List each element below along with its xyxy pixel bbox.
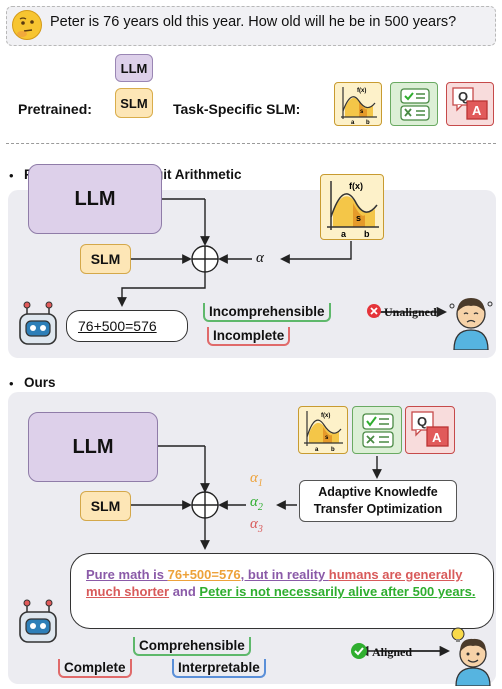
- confused-person-icon: [448, 292, 494, 351]
- svg-text:a: a: [341, 229, 347, 239]
- question-bar: [6, 6, 496, 46]
- svg-text:A: A: [432, 430, 442, 445]
- ours-slm-box: SLM: [80, 491, 131, 521]
- ours-title: Ours: [24, 375, 56, 390]
- ours-robot-icon: [16, 598, 60, 646]
- previous-slm-box: SLM: [80, 244, 131, 274]
- svg-text:A: A: [472, 103, 482, 118]
- bullet-ours: •: [9, 376, 14, 391]
- tag-interpretable: Interpretable: [172, 659, 266, 678]
- ours-answer-text: Pure math is 76+500=576, but in reality …: [86, 567, 476, 599]
- bullet-previous: •: [9, 168, 14, 183]
- svg-text:Q: Q: [458, 89, 468, 104]
- tag-complete: Complete: [58, 659, 132, 678]
- ours-math-icon: f(x) a b s: [298, 406, 348, 454]
- legend-slm-chip: SLM: [115, 88, 153, 118]
- previous-answer-text: 76+500=576: [78, 318, 157, 334]
- pretrained-label: Pretrained:: [18, 101, 92, 117]
- ours-checklist-icon: [352, 406, 402, 454]
- previous-llm-box: LLM: [28, 164, 162, 234]
- check-icon: [351, 643, 367, 659]
- thinking-face-icon: [12, 10, 42, 40]
- previous-math-icon: f(x) a b s: [320, 174, 384, 240]
- tag-incomprehensible: Incomprehensible: [203, 303, 331, 322]
- svg-text:b: b: [364, 229, 370, 239]
- svg-text:f(x): f(x): [321, 413, 330, 419]
- adaptive-transfer-optimization-box: Adaptive Knowledfe Transfer Optimization: [299, 480, 457, 522]
- previous-alpha: α: [256, 250, 264, 266]
- svg-text:a: a: [351, 120, 355, 125]
- ours-llm-box: LLM: [28, 412, 158, 482]
- question-text: Peter is 76 years old this year. How old…: [50, 14, 457, 30]
- ours-qa-icon: Q A: [405, 406, 455, 454]
- alpha-1: α1: [250, 470, 263, 489]
- svg-text:s: s: [325, 435, 329, 441]
- idea-person-icon: [448, 624, 496, 687]
- task-specific-slm-label: Task-Specific SLM:: [173, 101, 301, 117]
- svg-text:a: a: [315, 447, 319, 453]
- legend-llm-chip: LLM: [115, 54, 153, 82]
- aligned-label: Aligned: [372, 645, 413, 659]
- ours-answer-bubble: [70, 553, 494, 629]
- unaligned-label: Unaligned: [384, 305, 437, 319]
- checklist-icon: [390, 82, 438, 126]
- math-integral-icon: f(x) a b s: [334, 82, 382, 126]
- alpha-3: α3: [250, 516, 263, 535]
- svg-text:b: b: [331, 447, 335, 453]
- tag-incomplete: Incomplete: [207, 327, 291, 346]
- alpha-2: α2: [250, 494, 263, 513]
- svg-text:Q: Q: [417, 414, 427, 429]
- robot-icon: [16, 300, 60, 348]
- tag-comprehensible: Comprehensible: [133, 637, 251, 656]
- cross-icon: [367, 304, 381, 318]
- svg-text:b: b: [366, 120, 370, 125]
- svg-text:f(x): f(x): [357, 88, 366, 94]
- svg-text:s: s: [356, 213, 361, 223]
- question-answer-icon: Q A: [446, 82, 494, 126]
- separator: [6, 143, 496, 144]
- svg-text:f(x): f(x): [349, 181, 363, 191]
- previous-answer-bubble: [66, 310, 188, 342]
- svg-text:s: s: [360, 109, 364, 115]
